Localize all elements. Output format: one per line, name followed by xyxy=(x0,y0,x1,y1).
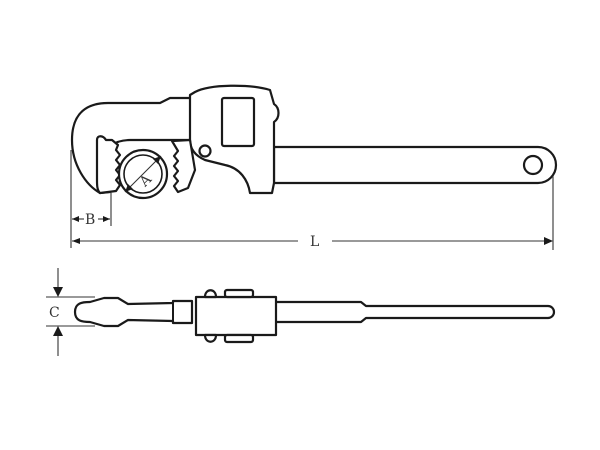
side-view: A B L xyxy=(70,84,558,250)
top-housing-bump-top xyxy=(203,289,218,299)
dimension-c-label: C xyxy=(49,305,60,321)
dimension-b-label: B xyxy=(85,212,95,228)
hang-hole xyxy=(522,154,544,176)
top-view: C xyxy=(46,268,556,356)
dimension-a-line xyxy=(124,155,162,193)
dimension-l-arrow-end xyxy=(544,237,553,245)
dimension-b-arrow-end xyxy=(103,216,110,222)
dimension-l-arrow-start xyxy=(72,238,80,244)
pipe-inner xyxy=(123,154,163,194)
top-jaw-shank xyxy=(73,296,194,328)
fixed-jaw-teeth xyxy=(95,135,122,195)
top-housing xyxy=(194,295,278,337)
dimension-c-arrow-bottom xyxy=(53,326,63,336)
housing-window xyxy=(220,96,256,148)
dimension-c-arrow-top xyxy=(53,287,63,297)
top-nut-bottom xyxy=(223,333,255,344)
dimension-a-arrow-end xyxy=(153,156,161,164)
dimension-l-label: L xyxy=(310,234,319,250)
movable-jaw-teeth xyxy=(170,138,197,194)
pivot-pin xyxy=(198,144,212,158)
top-nut-top xyxy=(223,288,255,299)
top-handle xyxy=(270,300,556,324)
dimension-a-arrow-start xyxy=(125,184,133,192)
top-housing-bump-bottom xyxy=(203,333,218,343)
dimension-b-arrow-start xyxy=(72,216,79,222)
handle xyxy=(272,145,558,185)
